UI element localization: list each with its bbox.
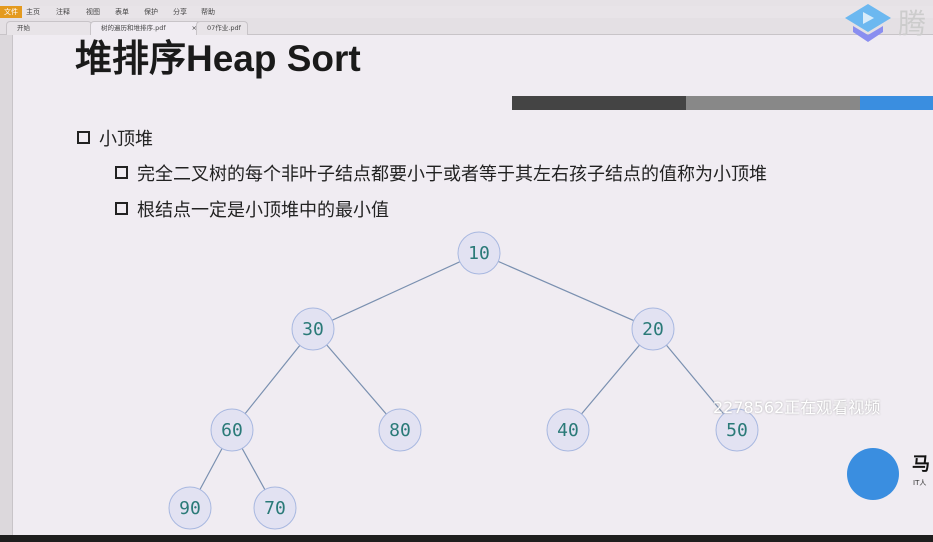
decor-bar-gray xyxy=(686,96,860,110)
menu-file[interactable]: 文件 xyxy=(0,6,22,18)
brand-name: 马 xyxy=(912,454,930,475)
mashibing-logo xyxy=(847,448,899,500)
menu-form[interactable]: 表单 xyxy=(115,8,129,16)
menu-home[interactable]: 主页 xyxy=(26,8,40,16)
sub-bullet-definition: 完全二叉树的每个非叶子结点都要小于或者等于其左右孩子结点的值称为小顶堆 xyxy=(115,160,767,186)
decor-bar-dark xyxy=(512,96,686,110)
tencent-classroom-logo xyxy=(843,2,893,48)
menu-protect[interactable]: 保护 xyxy=(144,8,158,16)
tab-homework-pdf[interactable]: 07作业.pdf xyxy=(196,21,248,35)
tree-node xyxy=(168,486,212,530)
menu-help[interactable]: 帮助 xyxy=(201,8,215,16)
quick-access-toolbar xyxy=(0,0,933,6)
menu-share[interactable]: 分享 xyxy=(173,8,187,16)
close-icon[interactable]: × xyxy=(191,24,197,32)
tree-node-label: 40 xyxy=(557,420,579,441)
bottom-bar xyxy=(0,535,933,542)
tree-node xyxy=(457,231,501,275)
tree-node xyxy=(378,408,422,452)
sub-bullet-root: 根结点一定是小顶堆中的最小值 xyxy=(115,196,389,222)
tree-node xyxy=(631,307,675,351)
tab-label: 树的遍历和堆排序.pdf xyxy=(101,24,166,32)
tree-node-label: 80 xyxy=(389,420,411,441)
tree-node-label: 30 xyxy=(302,319,324,340)
tab-bar: 开始 树的遍历和堆排序.pdf × 07作业.pdf xyxy=(0,18,933,35)
brand-text: 腾 xyxy=(898,7,927,40)
bullet-min-heap: 小顶堆 xyxy=(77,125,153,151)
tree-node xyxy=(291,307,335,351)
tree-edge xyxy=(652,328,738,431)
tree-node-label: 50 xyxy=(726,420,748,441)
tree-node-label: 90 xyxy=(179,498,201,519)
decor-bar-blue xyxy=(860,96,933,110)
tree-node-label: 10 xyxy=(468,243,490,264)
brand-sub: IT人 xyxy=(913,479,927,487)
tree-edge xyxy=(567,328,654,431)
tree-node xyxy=(210,408,254,452)
slide-title: 堆排序Heap Sort xyxy=(75,38,361,79)
left-panel xyxy=(0,35,13,535)
tree-edge xyxy=(231,328,314,431)
tree-edge xyxy=(478,252,654,330)
tree-node xyxy=(253,486,297,530)
tree-edge xyxy=(312,328,401,431)
tree-edge xyxy=(312,252,480,330)
tree-node-label: 20 xyxy=(642,319,664,340)
tree-node xyxy=(715,408,759,452)
tree-node-label: 70 xyxy=(264,498,286,519)
tab-label: 开始 xyxy=(17,24,30,32)
viewer-watermark: 2278562正在观看视频 xyxy=(713,398,881,417)
menu-view[interactable]: 视图 xyxy=(86,8,100,16)
menu-annotate[interactable]: 注释 xyxy=(56,8,70,16)
tab-label: 07作业.pdf xyxy=(207,24,241,32)
tree-node-label: 60 xyxy=(221,420,243,441)
menu-bar: 文件 主页 注释 视图 表单 保护 分享 帮助 xyxy=(0,6,933,18)
tree-node xyxy=(546,408,590,452)
